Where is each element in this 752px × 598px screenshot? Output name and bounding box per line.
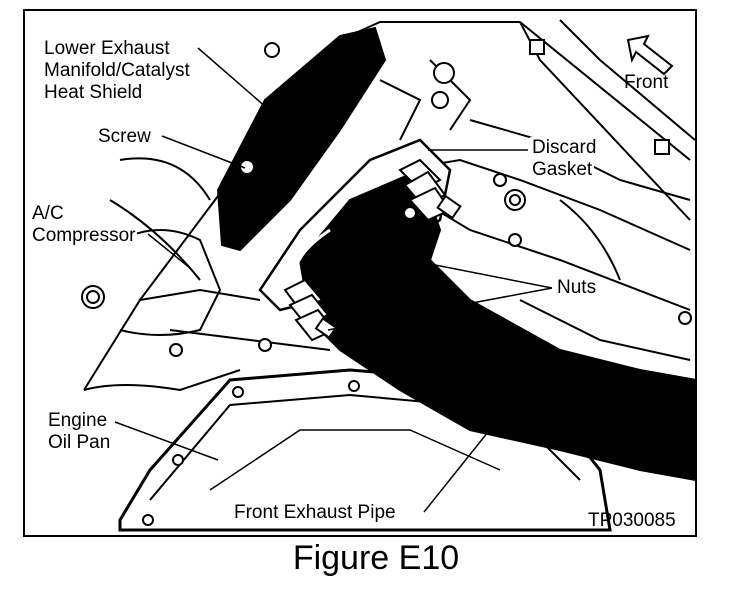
spring-bolts bbox=[283, 158, 462, 342]
front-label: Front bbox=[624, 72, 669, 93]
engine-oil-pan-label-line2: Oil Pan bbox=[46, 432, 113, 454]
heat-shield-panel bbox=[216, 26, 387, 252]
screw-label: Screw bbox=[96, 126, 153, 148]
leader-lines bbox=[114, 47, 553, 513]
ac-compressor-label-line2: Compressor bbox=[30, 225, 138, 247]
discard-gasket-label-line1: Discard bbox=[530, 137, 599, 159]
figure-caption: Figure E10 bbox=[292, 539, 460, 577]
screw-head bbox=[239, 159, 255, 175]
discard-gasket-label-line2: Gasket bbox=[530, 159, 595, 181]
engine-oil-pan-label-line1: Engine bbox=[46, 410, 110, 432]
nuts-label: Nuts bbox=[555, 277, 599, 299]
figure-code: TP030085 bbox=[588, 510, 676, 531]
arrow-up-left-icon bbox=[626, 34, 674, 76]
front-exhaust-pipe-label: Front Exhaust Pipe bbox=[232, 502, 398, 524]
ac-compressor-label-line1: A/C bbox=[30, 203, 66, 225]
ac-compressor-body bbox=[119, 229, 222, 336]
heat-shield-label-line1: Lower Exhaust bbox=[42, 38, 172, 60]
heat-shield-label-line3: Heat Shield bbox=[42, 82, 145, 104]
pipe-gasket-ring bbox=[293, 228, 331, 271]
engine-block-linework bbox=[83, 19, 696, 392]
heat-shield-label-line2: Manifold/Catalyst bbox=[42, 60, 192, 82]
misc-bolts bbox=[81, 39, 692, 357]
